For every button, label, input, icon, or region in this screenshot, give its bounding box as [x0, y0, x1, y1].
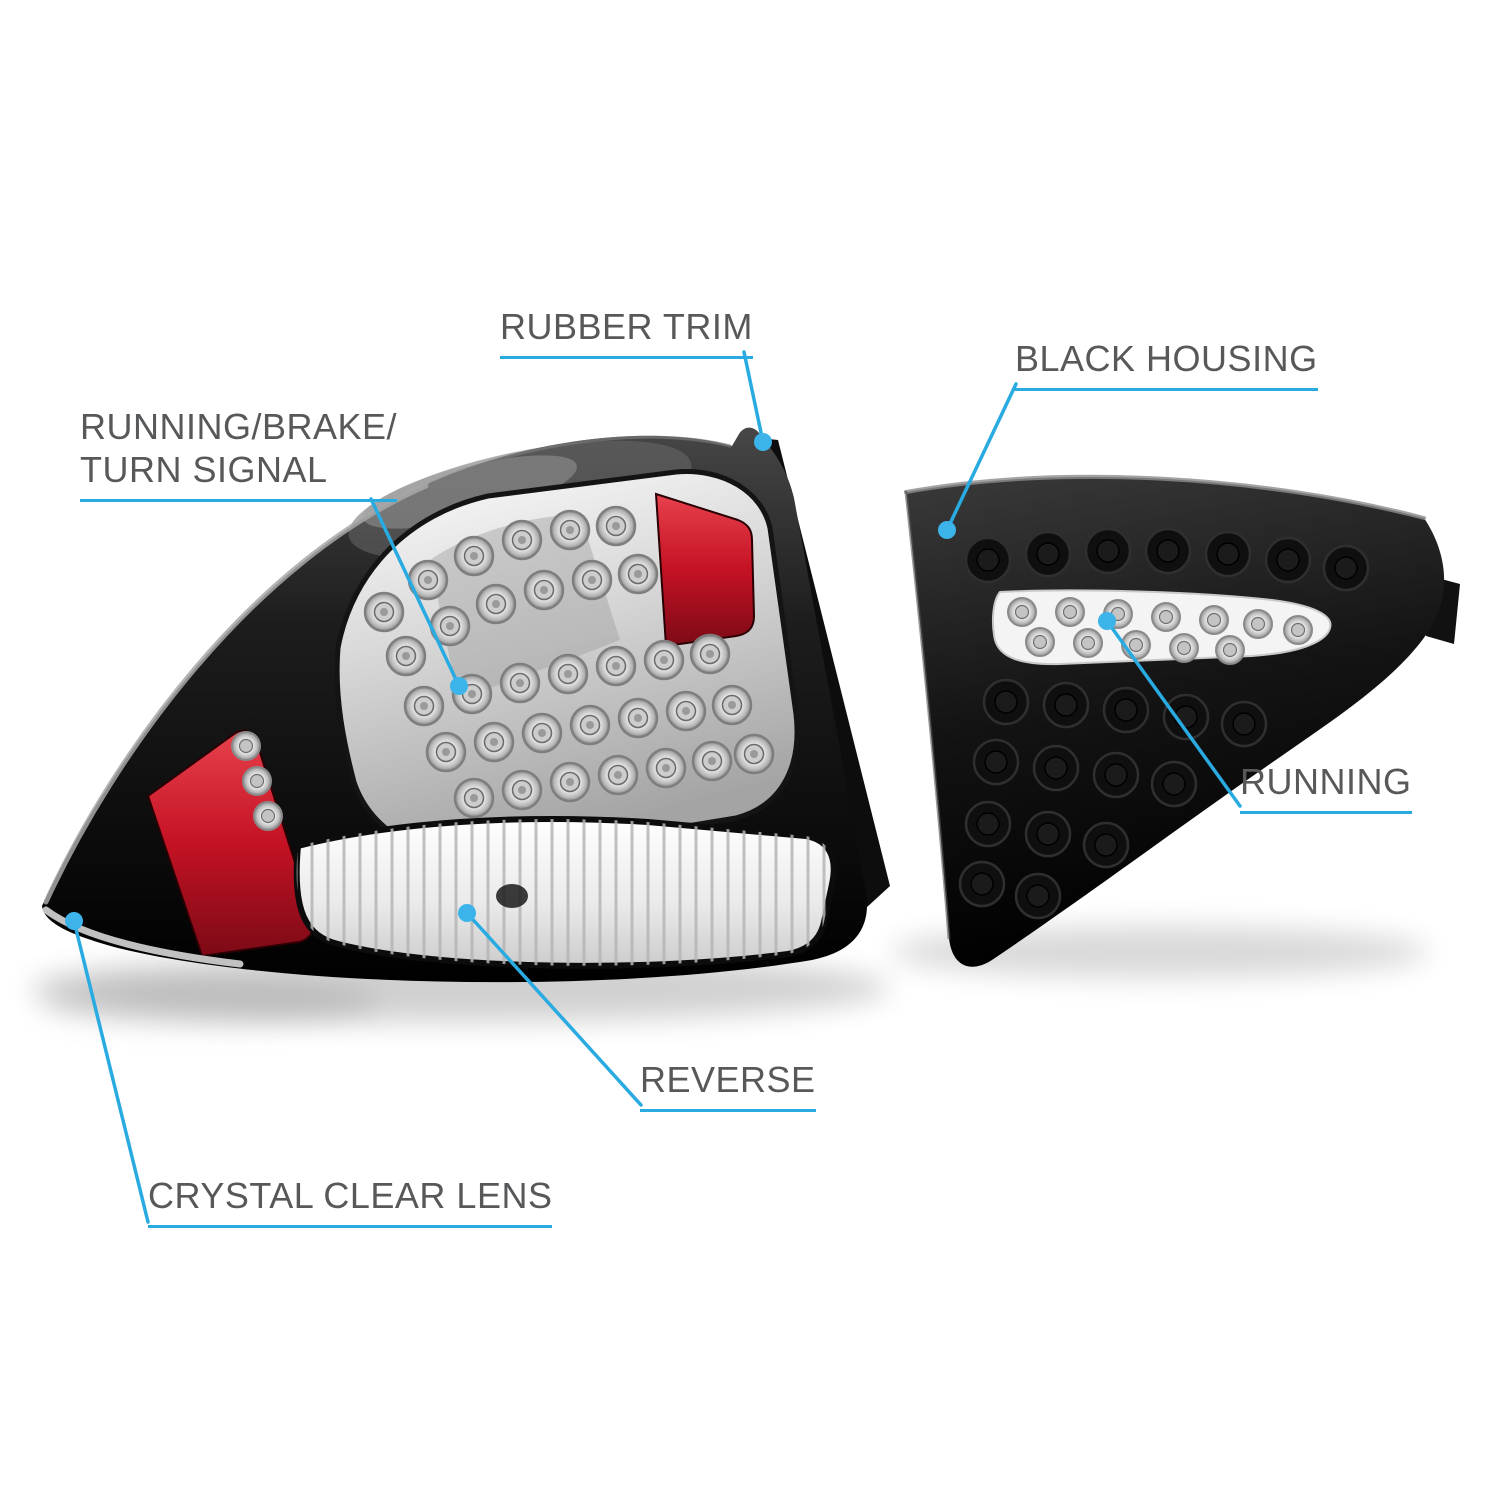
black-housing-dot: [938, 521, 956, 539]
callout-crystal-clear-lens-label: CRYSTAL CLEAR LENS: [148, 1175, 553, 1216]
rubber-trim-leader-line: [742, 350, 765, 444]
reverse-lens: [293, 816, 837, 969]
running-led-band: [991, 589, 1332, 666]
running-brake-dot: [450, 677, 468, 695]
callout-running-label: RUNNING: [1240, 761, 1412, 802]
crystal-lens-leader-line: [72, 919, 150, 1224]
rubber-trim-dot: [754, 433, 772, 451]
callout-black-housing-label: BLACK HOUSING: [1015, 338, 1318, 379]
left-taillight: [42, 427, 890, 983]
callout-black-housing: BLACK HOUSING: [1015, 337, 1318, 392]
callout-running-brake-turn-line2: TURN SIGNAL: [80, 449, 328, 491]
callout-reverse-label: REVERSE: [640, 1059, 816, 1100]
callout-running-brake-turn: RUNNING/BRAKE/ TURN SIGNAL: [80, 405, 398, 503]
red-reflector-upper: [654, 492, 756, 648]
callout-rubber-trim-label: RUBBER TRIM: [500, 306, 753, 347]
bulb-socket: [496, 884, 528, 908]
running-leader-line: [1105, 619, 1242, 808]
callout-dots: [65, 433, 1116, 930]
lens-edge-highlights: [42, 435, 732, 968]
reverse-dot: [458, 904, 476, 922]
reverse-leader-line: [465, 911, 643, 1107]
callout-running-brake-turn-line1: RUNNING/BRAKE/: [80, 406, 398, 447]
running-brake-leader-line: [369, 497, 461, 688]
running-dot: [1098, 612, 1116, 630]
callout-leaders: [72, 350, 1242, 1224]
callout-running: RUNNING: [1240, 760, 1412, 815]
crystal-lens-dot: [65, 912, 83, 930]
right-taillight: [904, 474, 1460, 967]
black-housing-leader-line: [945, 382, 1018, 532]
right-housing-edge-highlights: [904, 474, 1426, 940]
callout-reverse: REVERSE: [640, 1058, 816, 1113]
callout-rubber-trim: RUBBER TRIM: [500, 305, 753, 360]
callout-crystal-clear-lens: CRYSTAL CLEAR LENS: [148, 1174, 553, 1229]
